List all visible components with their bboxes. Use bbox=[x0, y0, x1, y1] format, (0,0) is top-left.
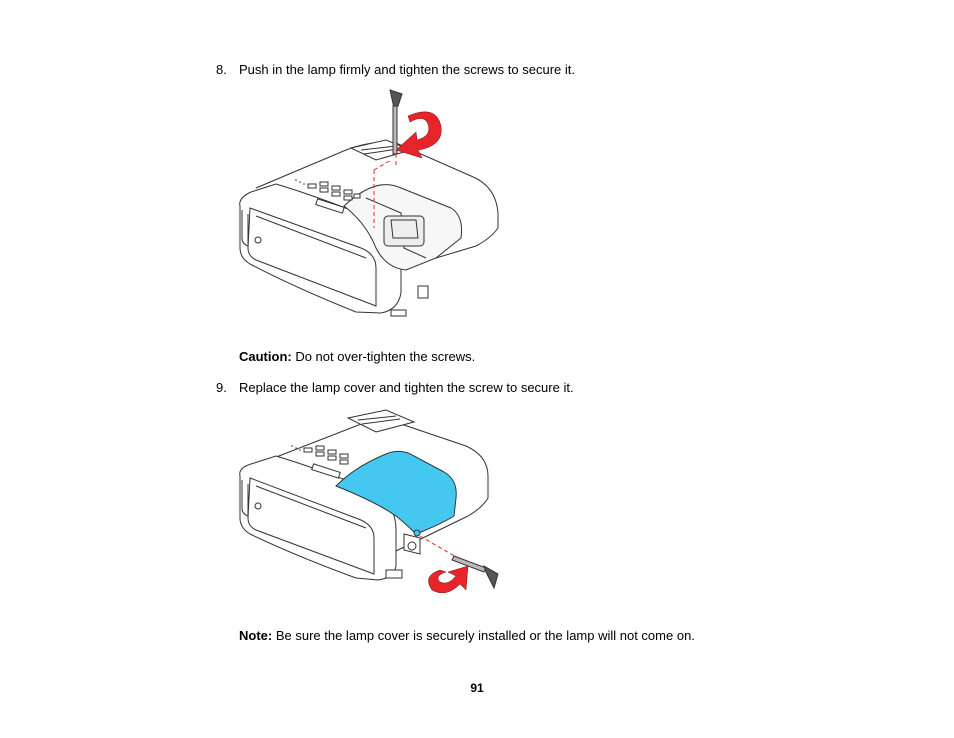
step-text: Replace the lamp cover and tighten the s… bbox=[239, 380, 574, 395]
caution-label: Caution: bbox=[239, 349, 292, 364]
note-text: Be sure the lamp cover is securely insta… bbox=[272, 628, 695, 643]
control-buttons bbox=[307, 181, 361, 214]
page-number: 91 bbox=[470, 681, 484, 695]
cover-screw bbox=[413, 529, 421, 537]
front-panel bbox=[247, 477, 375, 575]
foot bbox=[385, 569, 403, 579]
note: Note: Be sure the lamp cover is securely… bbox=[239, 628, 695, 644]
step-number: 9. bbox=[216, 380, 227, 395]
screwdriver bbox=[451, 555, 499, 590]
note-label: Note: bbox=[239, 628, 273, 643]
control-buttons bbox=[303, 445, 349, 479]
projector-lamp-screws-illustration bbox=[239, 89, 499, 317]
front-panel bbox=[247, 207, 377, 307]
foot bbox=[390, 309, 407, 317]
dashed-guide bbox=[373, 154, 397, 228]
lamp-cover bbox=[335, 450, 457, 535]
dashed-guide bbox=[419, 535, 459, 559]
caution-note: Caution: Do not over-tighten the screws. bbox=[239, 349, 475, 365]
projector-lamp-cover-illustration bbox=[239, 409, 499, 594]
clockwise-arrow bbox=[428, 565, 469, 594]
caution-text: Do not over-tighten the screws. bbox=[291, 349, 476, 364]
step-number: 8. bbox=[216, 62, 227, 77]
step-text: Push in the lamp firmly and tighten the … bbox=[239, 62, 575, 77]
clockwise-arrow bbox=[395, 111, 442, 159]
screwdriver bbox=[389, 89, 403, 155]
